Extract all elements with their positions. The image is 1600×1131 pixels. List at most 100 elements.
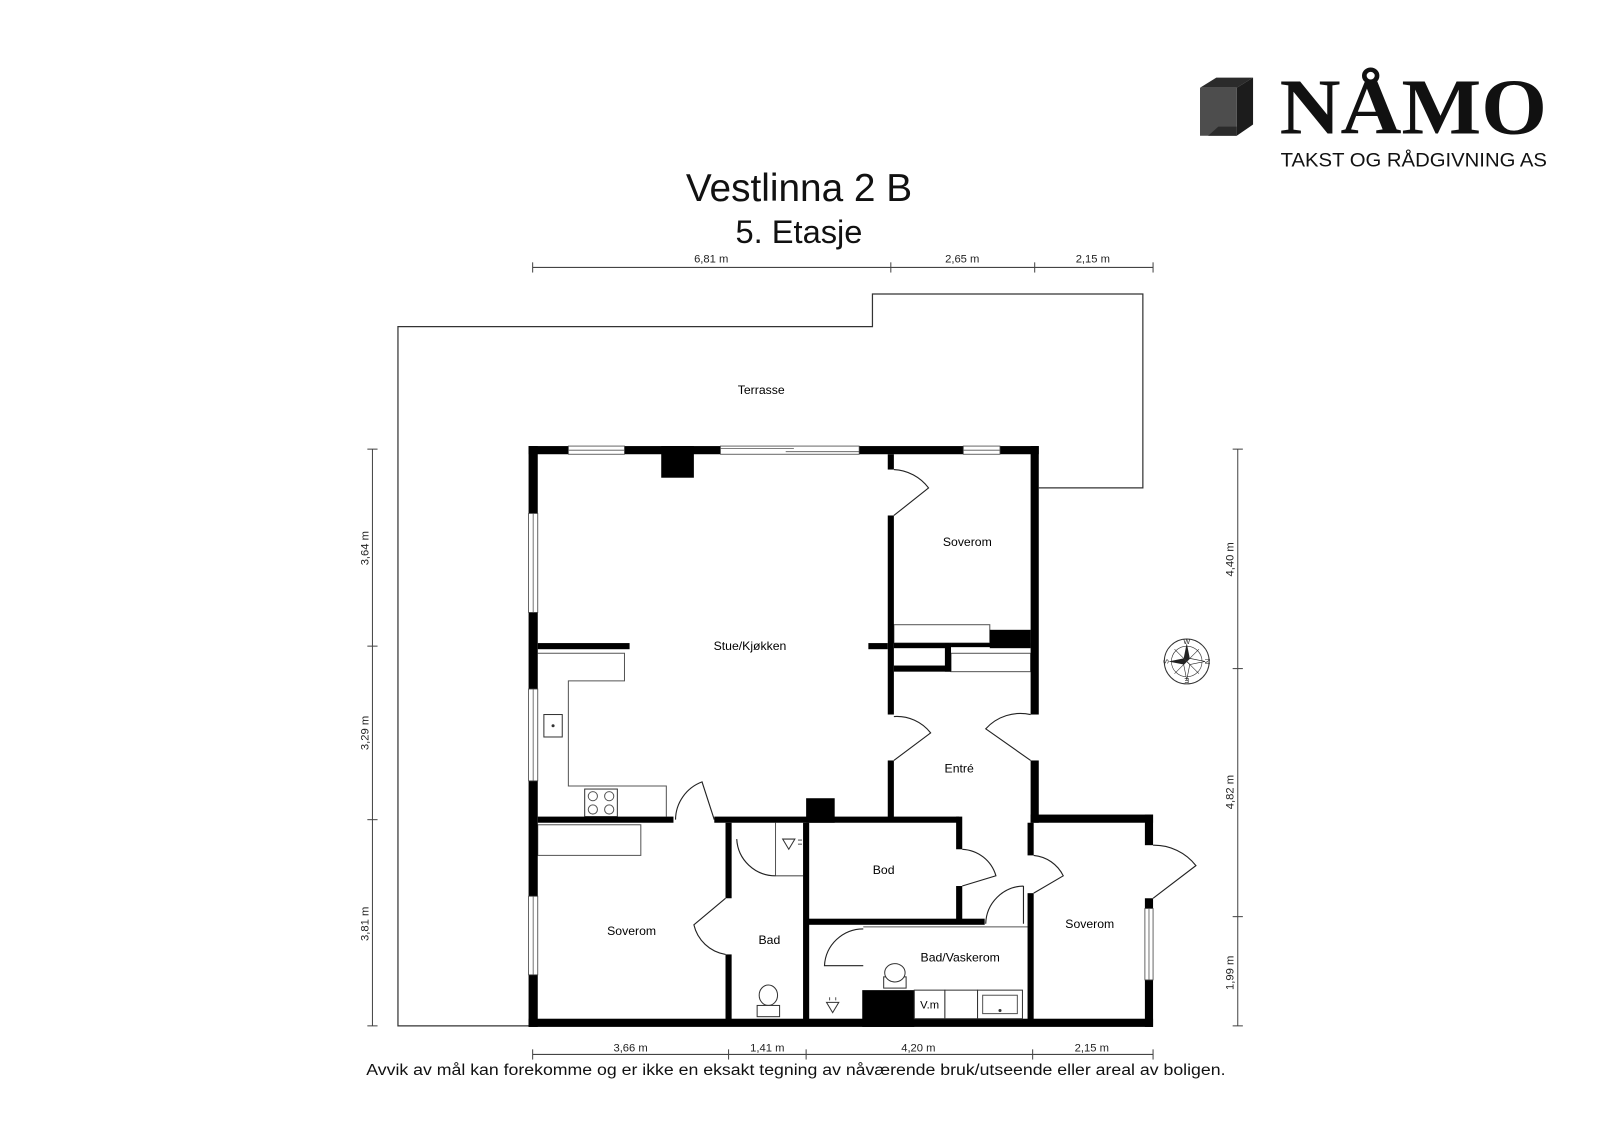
dimension-label: 4,20 m xyxy=(901,1042,935,1054)
stove-icon xyxy=(584,788,618,818)
wall-segment xyxy=(1144,814,1154,846)
wall-segment xyxy=(725,954,732,1021)
door-swing xyxy=(893,468,930,516)
terrace-outline xyxy=(397,293,1144,1027)
dimension-top: 6,81 m 2,65 m 2,15 m xyxy=(532,253,1154,273)
wall-segment xyxy=(956,886,963,924)
wall-segment xyxy=(1144,898,1154,909)
wall-segment xyxy=(537,643,630,650)
room-label-bedroom: Soverom xyxy=(607,924,656,938)
wall-segment xyxy=(893,643,949,649)
wall-segment xyxy=(806,918,985,925)
shower-screen xyxy=(823,928,864,967)
window xyxy=(1144,908,1154,981)
shower-icon xyxy=(825,997,840,1014)
wall-segment xyxy=(868,643,888,650)
compass-label: E xyxy=(1184,676,1189,684)
dimension-right: 4,40 m 4,82 m 1,99 m xyxy=(1225,448,1243,1027)
window xyxy=(528,895,539,976)
wall-segment xyxy=(1144,979,1154,1027)
room-label-storage: Bod xyxy=(873,863,895,877)
door-swing xyxy=(674,781,715,820)
compass-label: W xyxy=(1183,638,1190,646)
dimension-bottom: 3,66 m 1,41 m 4,20 m 2,15 m xyxy=(532,1042,1154,1060)
wall-segment xyxy=(725,822,732,899)
wardrobe xyxy=(950,652,1032,673)
window xyxy=(567,445,625,455)
dimension-label: 3,81 m xyxy=(359,907,371,941)
interior-walls xyxy=(537,454,1034,1021)
wall-segment xyxy=(887,515,894,715)
wall-segment xyxy=(528,780,538,897)
wall-segment xyxy=(528,446,538,514)
door-swing xyxy=(893,715,932,761)
shower-icon xyxy=(781,838,803,851)
compass-icon: W N E S xyxy=(1162,638,1211,685)
wall-segment xyxy=(859,446,964,455)
dimension-label: 2,15 m xyxy=(1075,1042,1109,1054)
room-label-bedroom: Soverom xyxy=(943,535,992,549)
wall-segment xyxy=(944,643,952,672)
window xyxy=(528,688,539,782)
wall-segment xyxy=(893,665,952,672)
wall-segment xyxy=(1027,822,1034,856)
balcony-door-swing xyxy=(1152,844,1197,899)
washbasin-icon xyxy=(977,989,1023,1020)
room-label-bathroom: Bad xyxy=(758,933,780,947)
wall-segment xyxy=(528,612,538,690)
column xyxy=(989,629,1031,649)
dimension-label: 2,65 m xyxy=(945,253,979,265)
room-label-entrance: Entré xyxy=(945,762,974,776)
wall-segment xyxy=(528,974,538,1027)
dimension-label: 3,29 m xyxy=(359,716,371,750)
wall-segment xyxy=(1030,760,1039,823)
dimension-label: 6,81 m xyxy=(694,253,728,265)
sliding-door xyxy=(720,445,860,455)
company-logo: NÅMO TAKST OG RÅDGIVNING AS xyxy=(1200,64,1547,171)
wall-segment xyxy=(887,454,894,470)
dimension-label: 3,66 m xyxy=(613,1042,647,1054)
door-swing xyxy=(962,848,997,887)
chimney xyxy=(661,446,694,478)
wall-segment xyxy=(537,816,674,823)
logo-wordmark: NÅMO xyxy=(1280,64,1547,152)
wall-segment xyxy=(1000,446,1039,455)
toilet-icon xyxy=(883,963,907,989)
plan-title: Vestlinna 2 B xyxy=(686,167,912,210)
dimension-label: 3,64 m xyxy=(359,531,371,565)
dimension-label: 4,40 m xyxy=(1225,542,1237,576)
wall-segment xyxy=(1030,814,1154,823)
wall-segment xyxy=(528,446,569,455)
cabinet xyxy=(944,989,979,1020)
closets xyxy=(537,624,1032,928)
room-label-living-kitchen: Stue/Kjøkken xyxy=(714,639,787,653)
toilet-icon xyxy=(756,984,781,1018)
terrace-label: Terrasse xyxy=(738,383,785,397)
shaft xyxy=(862,990,915,1027)
terrace: Terrasse xyxy=(397,293,1144,1027)
wall-segment xyxy=(714,816,960,823)
door-swing xyxy=(1033,854,1064,894)
entrance-door-swing xyxy=(984,712,1031,761)
room-labels: Stue/Kjøkken Soverom Entré Bod Bad Sover… xyxy=(607,535,1114,964)
window xyxy=(962,445,1001,455)
kitchen-counter xyxy=(537,652,667,818)
shower-screen xyxy=(736,839,776,877)
dimension-label: 4,82 m xyxy=(1225,775,1237,809)
wall-segment xyxy=(528,1018,1154,1027)
exterior-walls xyxy=(528,446,1154,1027)
wall-segment xyxy=(1027,893,1034,1021)
compass-label: S xyxy=(1162,659,1170,664)
wall-segment xyxy=(803,822,810,1021)
washing-machine: V.m xyxy=(913,989,946,1020)
wall-segment xyxy=(887,760,894,820)
door-swing xyxy=(693,897,726,955)
compass-label: N xyxy=(1203,659,1211,664)
cube-icon xyxy=(1200,77,1254,136)
sink-icon xyxy=(543,714,563,738)
wall-segment xyxy=(1030,446,1039,715)
dimension-label: 2,15 m xyxy=(1076,253,1110,265)
column xyxy=(806,798,835,823)
doors xyxy=(674,468,1197,967)
